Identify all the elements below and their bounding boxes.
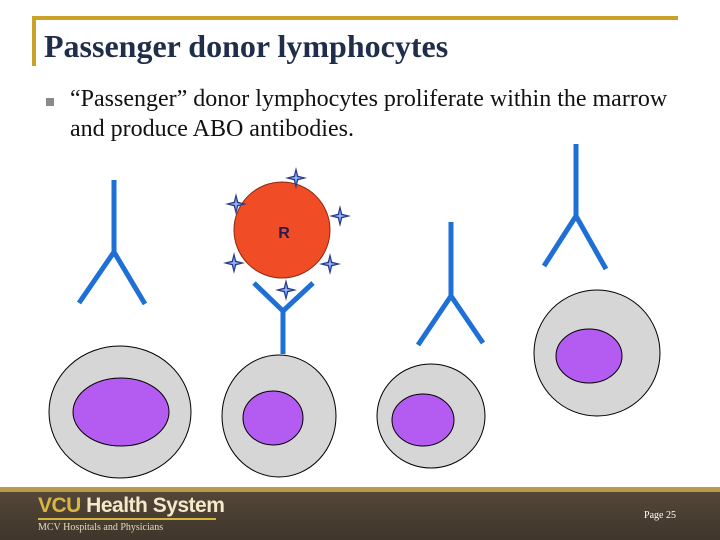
antigen-star-icon (329, 205, 351, 227)
footer-gold-stripe (0, 487, 720, 492)
title-frame-top (32, 16, 678, 20)
logo-divider (38, 518, 216, 520)
lymphocyte-cell-1 (48, 345, 192, 479)
title-frame-left (32, 16, 36, 66)
footer-bar (0, 487, 720, 540)
square-bullet-icon (46, 98, 54, 106)
logo-health: Health System (80, 494, 225, 517)
logo-vcu: VCU (38, 494, 81, 517)
logo-subtitle: MCV Hospitals and Physicians (38, 522, 164, 533)
lymphocyte-cell-3 (376, 363, 486, 469)
lymphocyte-cell-2 (221, 354, 337, 478)
vcu-health-system-logo: VCU Health System (38, 494, 225, 518)
page-number: Page 25 (644, 510, 676, 521)
antibody-2-bound (252, 281, 315, 354)
antibody-3 (415, 222, 486, 347)
lymphocyte-cell-4 (533, 289, 661, 417)
red-blood-cell: R (233, 181, 331, 279)
bullet-text: “Passenger” donor lymphocytes proliferat… (70, 86, 668, 142)
red-cell-label: R (278, 225, 290, 242)
antibody-4 (541, 144, 609, 271)
slide-title: Passenger donor lymphocytes (44, 28, 449, 64)
antibody-1 (76, 180, 148, 306)
lymphocyte-diagram: R (48, 144, 661, 479)
